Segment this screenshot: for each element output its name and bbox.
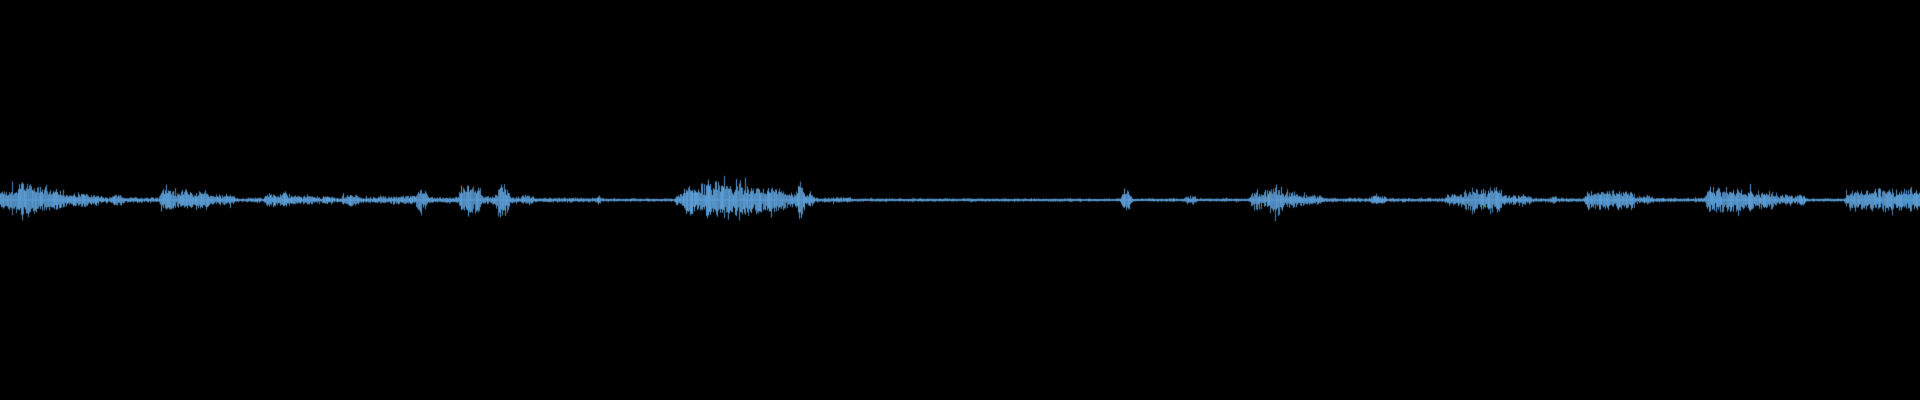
waveform-viewport — [0, 0, 1920, 400]
audio-waveform-canvas — [0, 0, 1920, 400]
